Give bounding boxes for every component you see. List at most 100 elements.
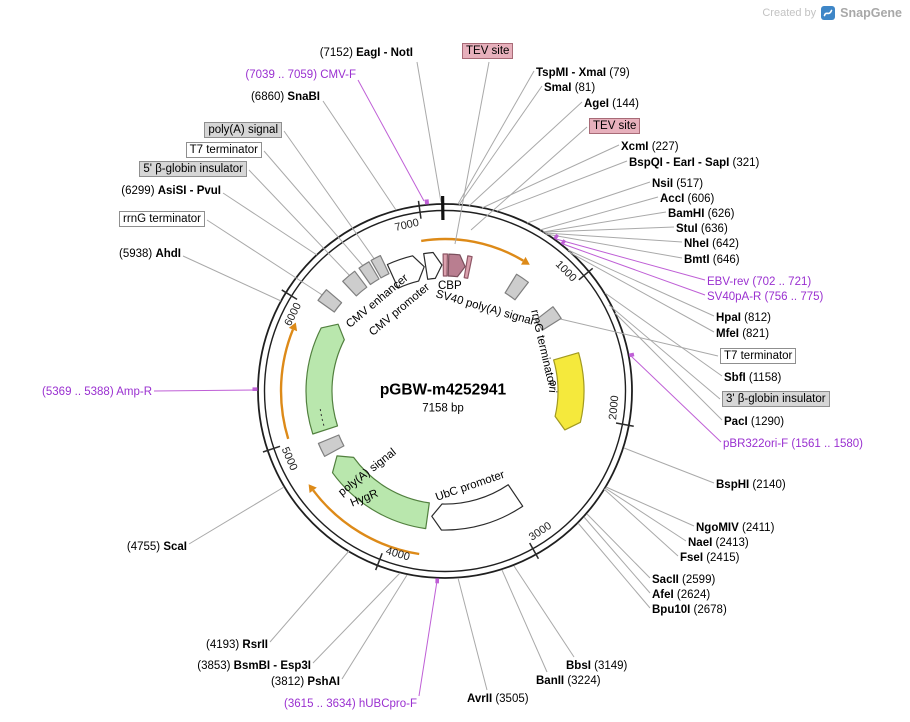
- label-beta-globin-insulator-3: 3' β-globin insulator: [722, 391, 830, 407]
- enzyme-name-text: BsmBI - Esp3I: [233, 660, 311, 672]
- snapgene-logo-icon: [821, 6, 836, 20]
- callout-line: [182, 255, 282, 302]
- cmv-promoter-arrow: [423, 251, 443, 280]
- tev-site-2-box: [463, 255, 473, 279]
- enzyme-name-text: SmaI: [544, 82, 572, 94]
- label-text: (2624): [673, 589, 711, 601]
- label-text: (5938): [119, 248, 156, 260]
- label-text: (606): [684, 193, 715, 205]
- callout-line: [630, 355, 722, 443]
- enzyme-name-text: PacI: [724, 416, 748, 428]
- label-text: (3615 .. 3634) hUBCpro-F: [284, 698, 417, 710]
- label-snabi: (6860) SnaBI: [251, 90, 320, 104]
- label-text: (6860): [250, 91, 288, 103]
- label-text: (517): [673, 178, 704, 190]
- label-text: (321): [729, 157, 760, 169]
- label-text: (636): [697, 223, 728, 235]
- label-tev-site-right: TEV site: [589, 118, 641, 134]
- callout-line: [567, 249, 715, 317]
- cmv-enhancer-arrow: [386, 255, 425, 289]
- enzyme-name-text: Bpu10I: [652, 604, 691, 616]
- primer-tick-ebv-rev: [553, 233, 560, 240]
- label-text: (227): [648, 141, 679, 153]
- enzyme-name-text: AccI: [660, 193, 685, 205]
- callout-line: [357, 79, 425, 202]
- snapgene-brand-text: SnapGene: [840, 6, 902, 20]
- label-ahdi: (5938) AhdI: [119, 247, 181, 261]
- helix-icon: [823, 9, 833, 17]
- enzyme-name-text: PshAI: [307, 676, 340, 688]
- feature-label-cbp: CBP: [438, 280, 462, 292]
- label-cmv-f: (7039 .. 7059) CMV-F: [245, 68, 356, 82]
- enzyme-name-text: NheI: [684, 238, 709, 250]
- label-text: (7152): [319, 47, 357, 59]
- label-nhei: NheI (642): [684, 237, 739, 251]
- label-text: (4755): [126, 541, 164, 553]
- label-text: (2413): [712, 537, 749, 549]
- label-bamhi: BamHI (626): [668, 207, 734, 221]
- reading-arc-arrowhead: [521, 256, 530, 265]
- enzyme-name-text: ScaI: [163, 541, 187, 553]
- callout-line: [416, 61, 442, 203]
- label-stui: StuI (636): [676, 222, 728, 236]
- label-text: (812): [740, 312, 771, 324]
- callout-line: [269, 550, 350, 643]
- tick-label-4000: 4000: [384, 545, 411, 563]
- callout-line: [248, 169, 352, 278]
- label-text: poly(A) signal: [208, 124, 278, 136]
- plasmid-size: 7158 bp: [422, 402, 464, 415]
- primer-tick-pbr322ori-f: [628, 352, 635, 358]
- callout-line: [206, 219, 331, 301]
- label-text: (2411): [738, 522, 775, 534]
- callout-line: [222, 192, 318, 256]
- callout-line: [153, 389, 258, 392]
- label-text: (3853): [197, 660, 234, 672]
- callout-line: [457, 577, 488, 691]
- callout-line: [188, 486, 285, 545]
- plasmid-title-block: pGBW-m4252941 7158 bp: [380, 382, 506, 415]
- label-sv40pa-r: SV40pA-R (756 .. 775): [707, 290, 823, 304]
- enzyme-name-text: SnaBI: [287, 91, 320, 103]
- created-by-text: Created by: [762, 7, 817, 19]
- enzyme-name-text: BamHI: [668, 208, 705, 220]
- sv40-polya-signal-box: [504, 273, 529, 301]
- label-text: (626): [704, 208, 735, 220]
- label-t7-terminator-left: T7 terminator: [185, 142, 262, 158]
- label-text: (821): [739, 328, 770, 340]
- callout-line: [608, 304, 721, 400]
- label-bmti: BmtI (646): [684, 253, 740, 267]
- label-text: (5369 .. 5388) Amp-R: [42, 386, 152, 398]
- label-text: (7039 .. 7059) CMV-F: [245, 69, 356, 81]
- label-sacii: SacII (2599): [652, 573, 715, 587]
- enzyme-name-text: StuI: [676, 223, 698, 235]
- label-text: (2140): [749, 479, 786, 491]
- outer-circle: [257, 203, 633, 579]
- enzyme-name-text: NsiI: [652, 178, 674, 190]
- label-beta-globin-insulator-5: 5' β-globin insulator: [139, 161, 247, 177]
- label-fsei: FseI (2415): [680, 551, 739, 565]
- enzyme-name-text: MfeI: [716, 328, 739, 340]
- callout-line: [544, 232, 683, 243]
- plasmid-name: pGBW-m4252941: [379, 381, 507, 399]
- label-text: (2678): [690, 604, 727, 616]
- callout-line: [586, 513, 651, 579]
- rrng-terminator-right-box: [535, 306, 562, 331]
- callout-line: [614, 312, 723, 421]
- label-amp-r: (5369 .. 5388) Amp-R: [42, 385, 152, 399]
- tick-label-3000: 3000: [527, 520, 554, 544]
- label-naei: NaeI (2413): [688, 536, 749, 550]
- enzyme-name-text: SbfI: [724, 372, 746, 384]
- label-xcmi: XcmI (227): [621, 140, 679, 154]
- enzyme-name-text: EagI - NotI: [356, 47, 413, 59]
- label-ngomiv: NgoMIV (2411): [696, 521, 774, 535]
- t7-terminator-left-box: [358, 261, 380, 286]
- enzyme-name-text: BspQI - EarI - SapI: [629, 157, 730, 169]
- callout-line: [526, 181, 651, 224]
- label-text: (1290): [747, 416, 785, 428]
- enzyme-name-text: XcmI: [621, 141, 649, 153]
- enzyme-name-text: BanII: [536, 675, 565, 687]
- enzyme-name-text: HpaI: [716, 312, 741, 324]
- enzyme-name-text: FseI: [680, 552, 704, 564]
- callout-line: [623, 447, 715, 484]
